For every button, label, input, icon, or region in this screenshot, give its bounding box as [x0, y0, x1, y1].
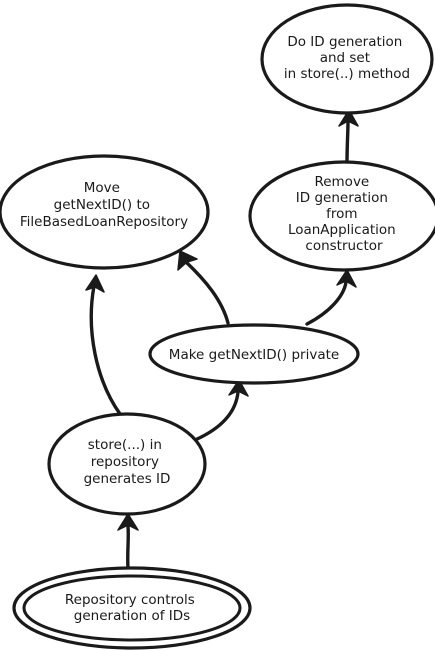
- edge-store-generates-id-to-make-private-arrowhead: [228, 379, 249, 397]
- node-id-in-store-line-3: in store(..) method: [284, 66, 410, 82]
- node-goal-line-1: Repository controls: [65, 592, 195, 608]
- node-id-in-store-line-1: Do ID generation: [287, 34, 402, 50]
- node-move-next-id: Move getNextID() to FileBasedLoanReposit…: [0, 154, 210, 270]
- node-goal-outer-shape: [12, 566, 252, 650]
- node-move-next-id-line-3: FileBasedLoanRepository: [20, 214, 188, 230]
- node-id-in-store-line-2: and set: [320, 50, 370, 66]
- node-remove-id-generation-line-5: constructor: [305, 238, 383, 254]
- node-remove-id-generation-line-3: from: [326, 206, 357, 222]
- node-move-next-id-label: Move getNextID() to FileBasedLoanReposit…: [20, 180, 188, 230]
- edge-store-generates-id-to-make-private: [193, 390, 240, 442]
- edge-make-private-to-move-arrowhead: [177, 250, 198, 271]
- edge-store-generates-id-to-move-arrowhead: [85, 274, 105, 293]
- node-move-next-id-shape: [0, 154, 210, 270]
- node-remove-id-generation-line-2: ID generation: [296, 190, 388, 206]
- node-move-next-id-line-2: getNextID() to: [54, 197, 150, 213]
- node-store-generates-id: store(...) in repository generates ID: [47, 412, 207, 516]
- node-store-generates-id-line-2: repository: [91, 454, 159, 470]
- node-id-in-store-shape: [260, 3, 434, 115]
- node-id-in-store-label: Do ID generation and set in store(..) me…: [284, 34, 410, 82]
- node-remove-id-generation-line-1: Remove: [314, 174, 369, 190]
- node-goal-inner-shape: [22, 574, 242, 642]
- node-remove-id-generation-label: Remove ID generation from LoanApplicatio…: [288, 174, 400, 254]
- node-make-private-label: Make getNextID() private: [169, 347, 339, 363]
- edge-goal-to-store-generates-id-arrowhead: [117, 513, 139, 531]
- edge-make-private-to-remove-arrowhead: [336, 269, 357, 288]
- node-remove-id-generation-shape: [248, 160, 435, 272]
- node-store-generates-id-shape: [47, 412, 207, 516]
- node-remove-id-generation: Remove ID generation from LoanApplicatio…: [248, 160, 435, 272]
- node-remove-id-generation-line-4: LoanApplication: [288, 222, 396, 238]
- edge-goal-to-store-generates-id: [126, 524, 130, 570]
- edge-remove-to-id-in-store-arrowhead: [338, 109, 359, 127]
- node-store-generates-id-line-1: store(...) in: [88, 437, 162, 453]
- edges: [85, 109, 359, 570]
- edge-make-private-to-remove: [305, 280, 348, 326]
- edge-remove-to-id-in-store: [345, 120, 350, 165]
- node-make-private: Make getNextID() private: [148, 323, 360, 385]
- edge-store-generates-id-to-move: [89, 284, 122, 416]
- edge-make-private-to-move: [184, 260, 230, 325]
- node-store-generates-id-label: store(...) in repository generates ID: [84, 437, 171, 487]
- node-make-private-shape: [148, 323, 360, 385]
- node-id-in-store: Do ID generation and set in store(..) me…: [260, 3, 434, 115]
- node-goal: Repository controls generation of IDs: [12, 566, 252, 650]
- node-move-next-id-line-1: Move: [84, 180, 120, 196]
- node-make-private-line-1: Make getNextID() private: [169, 347, 339, 363]
- node-goal-line-2: generation of IDs: [74, 608, 190, 624]
- node-store-generates-id-line-3: generates ID: [84, 471, 171, 487]
- node-goal-label: Repository controls generation of IDs: [65, 592, 199, 624]
